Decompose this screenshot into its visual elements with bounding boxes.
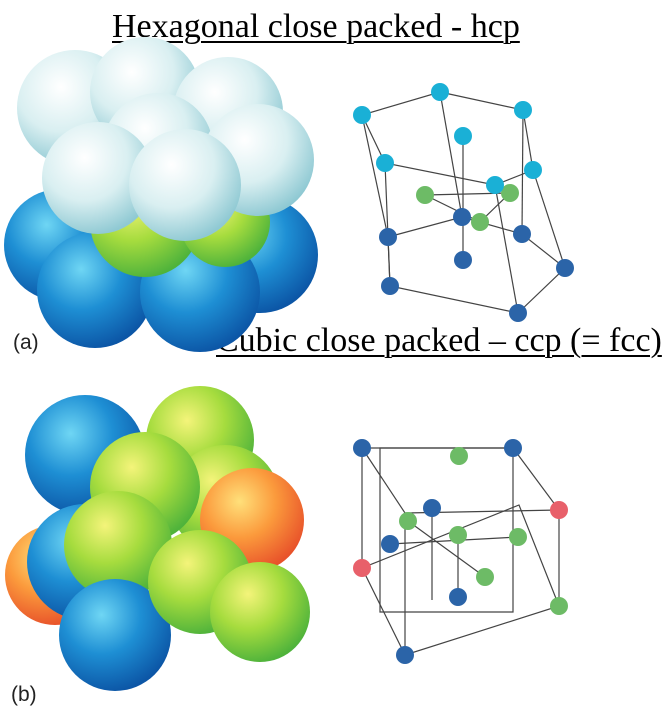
ccp-atom-red (353, 559, 371, 577)
hcp-atom-blue (379, 228, 397, 246)
ccp-atom-green (399, 512, 417, 530)
ccp-atom-green (450, 447, 468, 465)
hcp-atom-cyan (486, 176, 504, 194)
ccp-atom-blue (381, 535, 399, 553)
ccp-sphere-model (5, 386, 310, 691)
ccp-atom-blue (504, 439, 522, 457)
ccp-cell-edges (361, 447, 560, 656)
hcp-atom-cyan (353, 106, 371, 124)
hcp-atom-cyan (376, 154, 394, 172)
ccp-title: Cubic close packed – ccp (= fcc) (216, 322, 662, 359)
ccp-atom-blue (423, 499, 441, 517)
ccp-sphere-blue (59, 579, 171, 691)
ccp-atom-blue (396, 646, 414, 664)
ccp-cell-atoms (353, 439, 568, 664)
hcp-sphere-model (4, 37, 318, 352)
ccp-unit-cell (353, 439, 568, 664)
hcp-atom-blue (381, 277, 399, 295)
hcp-unit-cell (353, 83, 574, 322)
hcp-sphere-light (129, 129, 241, 241)
hcp-atom-blue (556, 259, 574, 277)
hcp-atom-cyan (514, 101, 532, 119)
ccp-atom-green (550, 597, 568, 615)
ccp-atom-blue (449, 588, 467, 606)
ccp-atom-green (449, 526, 467, 544)
ccp-atom-green (509, 528, 527, 546)
ccp-atom-red (550, 501, 568, 519)
ccp-sphere-green (64, 491, 172, 599)
ccp-atom-blue (353, 439, 371, 457)
panel-label-a: (a) (13, 331, 39, 354)
hcp-atom-cyan (454, 127, 472, 145)
hcp-atom-blue (454, 251, 472, 269)
hcp-atom-green (501, 184, 519, 202)
hcp-cell-atoms (353, 83, 574, 322)
hcp-title: Hexagonal close packed - hcp (112, 8, 520, 45)
hcp-atom-blue (513, 225, 531, 243)
ccp-atom-green (476, 568, 494, 586)
hcp-atom-cyan (431, 83, 449, 101)
hcp-atom-green (416, 186, 434, 204)
hcp-sphere-light (42, 122, 154, 234)
panel-label-b: (b) (11, 683, 37, 706)
hcp-atom-blue (453, 208, 471, 226)
ccp-sphere-green (210, 562, 310, 662)
hcp-atom-cyan (524, 161, 542, 179)
hcp-atom-green (471, 213, 489, 231)
hcp-atom-blue (509, 304, 527, 322)
